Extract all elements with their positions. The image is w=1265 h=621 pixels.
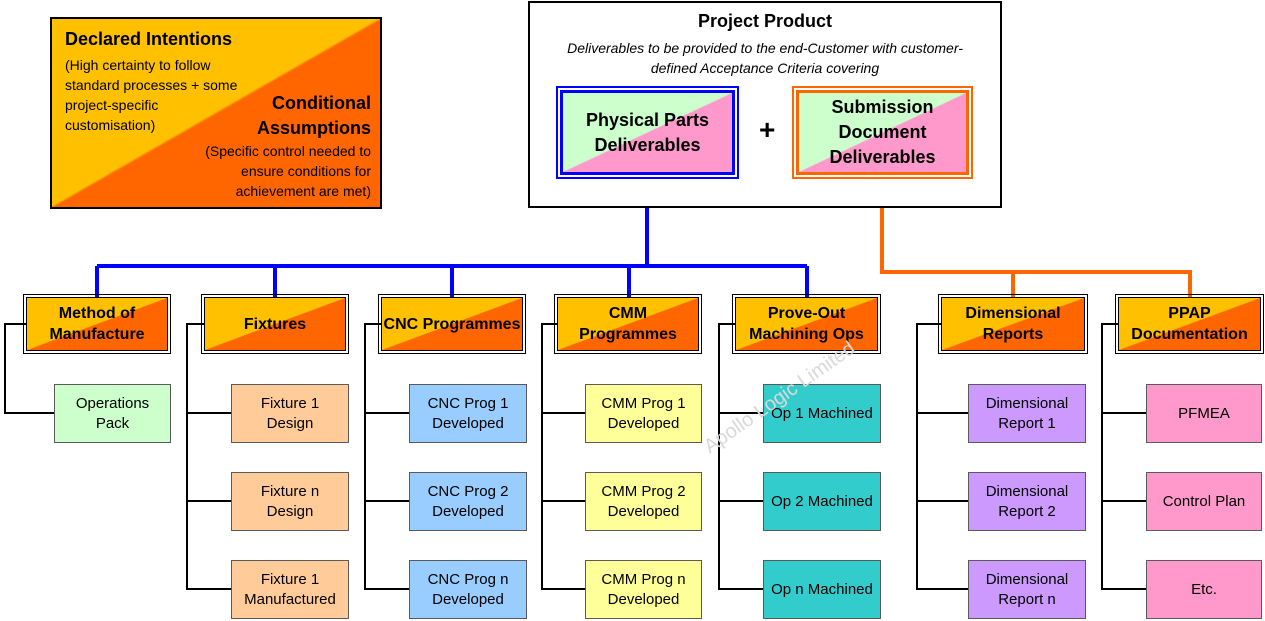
conditional-assumptions-title: Conditional Assumptions: [256, 93, 371, 138]
leaf-op-1-machined[interactable]: Op 1 Machined: [763, 384, 881, 443]
leaf-control-plan[interactable]: Control Plan: [1146, 472, 1262, 531]
declared-intentions-text: (High certainty to follow standard proce…: [65, 57, 238, 133]
legend-box: Declared Intentions (High certainty to f…: [50, 17, 382, 209]
conditional-assumptions-text: (Specific control needed to ensure condi…: [205, 143, 371, 199]
project-product-title: Project Product: [697, 11, 833, 31]
leaf-op-2-machined[interactable]: Op 2 Machined: [763, 472, 881, 531]
plus-sign: +: [759, 114, 776, 145]
physical-parts-deliverables[interactable]: Physical Parts Deliverables: [556, 86, 739, 179]
project-product-subtitle: Deliverables to be provided to the end-C…: [567, 40, 963, 76]
leaf-op-n-machined[interactable]: Op n Machined: [763, 560, 881, 619]
leaf-pfmea[interactable]: PFMEA: [1146, 384, 1262, 443]
submission-document-deliverables[interactable]: Submission Document Deliverables: [792, 86, 973, 179]
declared-intentions-title: Declared Intentions: [65, 29, 233, 49]
orange-path: [880, 178, 1192, 297]
leaf-etc[interactable]: Etc.: [1146, 560, 1262, 619]
header-cnc-programmes[interactable]: CNC Programmes: [378, 294, 526, 354]
header-fixtures[interactable]: Fixtures: [201, 294, 349, 354]
